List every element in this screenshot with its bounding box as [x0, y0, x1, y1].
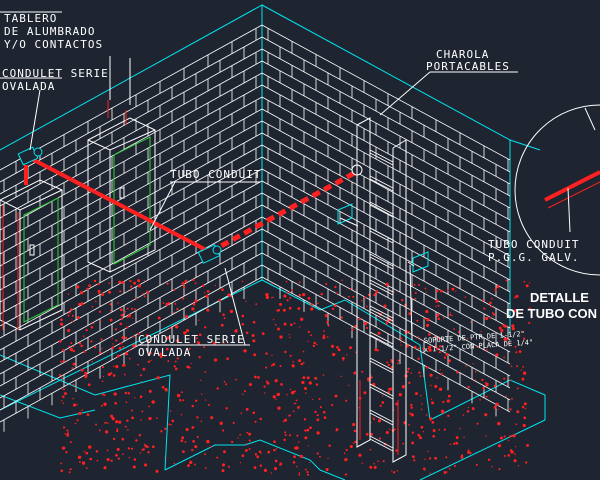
label-charola-line2: PORTACABLES	[426, 60, 510, 73]
label-condulet-bottom-line2: OVALADA	[138, 346, 191, 359]
label-tubo-conduit: TUBO CONDUIT	[170, 168, 261, 181]
conduit-run	[24, 156, 362, 255]
label-tubo-detail-line2: P.G.G. GALV.	[488, 251, 579, 264]
label-charola: CHAROLA PORTACABLES	[426, 48, 510, 73]
brick-wall-left	[0, 24, 263, 432]
condulet-top-fitting	[17, 146, 43, 166]
label-condulet-top-line1: CONDULET SERIE	[2, 67, 109, 80]
panel-box-right	[87, 100, 156, 273]
leader-lines	[0, 11, 518, 346]
label-detalle-line1: DETALLE	[530, 290, 589, 305]
ladder-support-brackets	[337, 203, 429, 273]
detail-circle	[514, 104, 600, 276]
label-condulet-top: CONDULET SERIE OVALADA	[2, 67, 109, 93]
label-condulet-top-line2: OVALADA	[2, 80, 55, 93]
panel-box-left	[0, 179, 63, 331]
brick-wall-right	[261, 24, 511, 417]
label-tablero-line3: Y/O CONTACTOS	[4, 38, 103, 51]
label-soporte: SOPORTE DE PTR DE 1-1/2" x 1-1/2" CON PL…	[424, 330, 534, 354]
label-tablero-line2: DE ALUMBRADO	[4, 25, 95, 38]
label-tubo-detail-line1: TUBO CONDUIT	[488, 238, 579, 251]
label-condulet-bottom-line1: CONDULET SERIE	[138, 333, 245, 346]
label-tablero-line1: TABLERO	[4, 12, 57, 25]
label-condulet-bottom: CONDULET SERIE OVALADA	[138, 333, 245, 359]
floor-gravel	[58, 278, 531, 476]
label-tablero: TABLERO DE ALUMBRADO Y/O CONTACTOS	[4, 12, 103, 51]
condulet-bottom-fitting	[197, 244, 222, 264]
wall-outline	[0, 4, 546, 480]
label-detalle: DETALLE DE TUBO CON	[506, 290, 597, 321]
label-detalle-line2: DE TUBO CON	[506, 306, 597, 321]
label-tubo-detail: TUBO CONDUIT P.G.G. GALV.	[488, 238, 579, 264]
cable-ladder	[356, 117, 407, 463]
label-charola-line1: CHAROLA	[436, 48, 489, 61]
